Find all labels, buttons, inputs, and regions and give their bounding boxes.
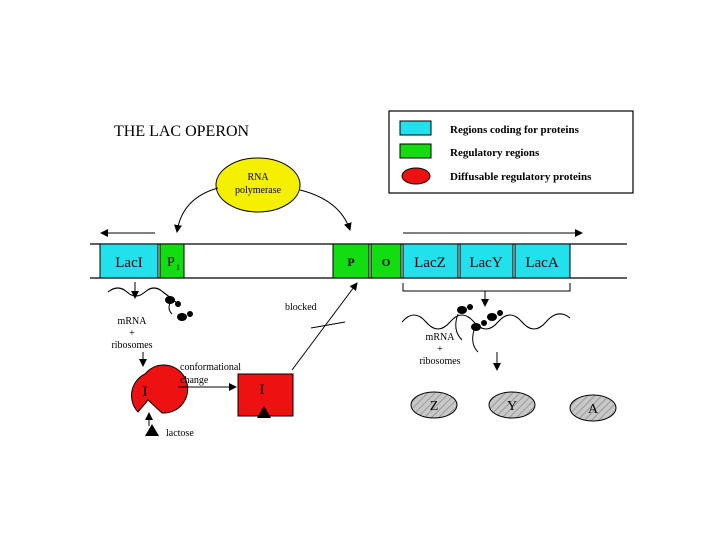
operon-bracket [402, 283, 571, 292]
laca-gene [514, 243, 571, 279]
legend-label-regulatory: Regulatory regions [450, 147, 540, 159]
protein-y-label: Y [507, 399, 517, 414]
lacz-label: LacZ [414, 255, 446, 271]
lacy-label: LacY [469, 255, 502, 271]
mrna-label-right: mRNA [426, 332, 456, 343]
p1-label: P [167, 255, 175, 270]
rna-polymerase-label-line1: RNA [247, 172, 269, 183]
protein-a: A [569, 394, 617, 422]
ribosome-icon [467, 304, 473, 310]
p-promoter [332, 243, 370, 279]
repressor-inactive: I [237, 373, 294, 418]
repressor-active: I [131, 364, 189, 414]
repressor-active-shape [131, 364, 189, 414]
laci-ribosomes [165, 296, 193, 321]
protein-y: Y [488, 391, 536, 419]
protein-a-ellipse [569, 394, 617, 422]
conformational-label: conformational [180, 362, 241, 373]
repressor-active-label: I [143, 384, 148, 400]
polymerase-to-p1-arrow [174, 187, 219, 233]
p-label: P [347, 255, 354, 269]
legend-label-coding: Regions coding for proteins [450, 124, 580, 136]
laci-label: LacI [115, 255, 142, 271]
mrna-label-left: mRNA [118, 316, 148, 327]
ribosome-icon [177, 313, 187, 321]
ribosome-icon [187, 311, 193, 317]
legend-swatch-protein [401, 167, 431, 185]
polymerase-to-p-arrow [299, 189, 352, 231]
diagram-title: THE LAC OPERON [114, 123, 250, 140]
operon-ribosomes [455, 304, 503, 353]
operon-mrna-strand [401, 313, 571, 330]
rna-polymerase-label-line2: polymerase [235, 185, 282, 196]
protein-z-label: Z [430, 399, 439, 414]
laca-label: LacA [525, 255, 558, 271]
legend-swatch-regulatory [399, 143, 432, 159]
change-label: change [180, 375, 209, 386]
ribosome-icon [471, 323, 481, 331]
ribosome-icon [175, 301, 181, 307]
rna-polymerase-ellipse [215, 157, 301, 213]
ribosome-icon [487, 313, 497, 321]
repressor-to-operator-arrow [291, 282, 358, 371]
legend-swatch-coding [399, 120, 432, 136]
ribosomes-label-left: ribosomes [111, 340, 152, 351]
ribosome-icon [165, 296, 175, 304]
legend-label-protein: Diffusable regulatory proteins [450, 171, 592, 183]
lacz-gene [402, 243, 459, 279]
blocked-bar [310, 321, 346, 329]
protein-y-ellipse [488, 391, 536, 419]
operator-label: O [382, 257, 391, 269]
lacy-gene [459, 243, 514, 279]
laci-mrna-strand [107, 287, 179, 305]
legend: Regions coding for proteins Regulatory r… [388, 110, 634, 194]
operator [370, 243, 402, 279]
ribosomes-label-right: ribosomes [419, 356, 460, 367]
protein-z: Z [410, 391, 458, 419]
p1-subscript: 1 [176, 263, 180, 272]
plus-label-left: + [129, 328, 135, 339]
protein-z-ellipse [410, 391, 458, 419]
ribosome-icon [457, 306, 467, 314]
bound-lactose-triangle-icon [257, 406, 271, 418]
p1-promoter [159, 243, 185, 279]
rna-polymerase: RNA polymerase [215, 157, 301, 213]
repressor-inactive-label: I [260, 382, 265, 398]
ribosome-icon [497, 310, 503, 316]
plus-label-right: + [437, 344, 443, 355]
dna-strand: LacI P 1 P O LacZ LacY LacA [90, 243, 627, 279]
protein-a-label: A [588, 402, 599, 417]
ribosome-icon [481, 320, 487, 326]
lactose-label: lactose [166, 428, 194, 439]
laci-gene [99, 243, 159, 279]
blocked-label: blocked [285, 302, 317, 313]
lactose-triangle-icon [145, 424, 159, 436]
